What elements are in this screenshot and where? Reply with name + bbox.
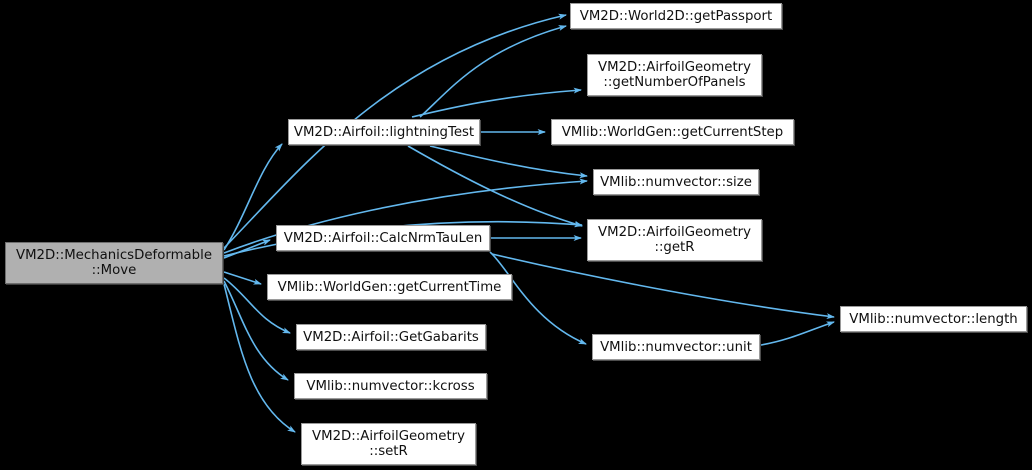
graph-node-kcross[interactable]: VMlib::numvector::kcross [294,373,487,399]
graph-edge [491,253,835,320]
graph-node-label: VMlib::numvector::size [600,174,752,190]
graph-node-lightningTest[interactable]: VM2D::Airfoil::lightningTest [288,119,480,145]
graph-node-label: VMlib::numvector::unit [600,339,752,355]
graph-node-move[interactable]: VM2D::MechanicsDeformable ::Move [5,242,223,284]
graph-node-label: VMlib::numvector::kcross [306,378,475,394]
graph-node-label: VMlib::WorldGen::getCurrentTime [277,279,502,295]
graph-node-unit[interactable]: VMlib::numvector::unit [592,334,760,360]
graph-edge [223,178,588,254]
graph-node-label: VMlib::WorldGen::getCurrentStep [561,124,784,140]
graph-node-label: VM2D::Airfoil::GetGabarits [303,329,479,345]
graph-edge [223,271,262,285]
graph-node-setR[interactable]: VM2D::AirfoilGeometry ::setR [301,423,476,465]
graph-node-getCurrentStep[interactable]: VMlib::WorldGen::getCurrentStep [551,119,794,145]
graph-node-getR[interactable]: VM2D::AirfoilGeometry ::getR [587,219,762,261]
graph-node-label: VMlib::numvector::length [849,311,1018,327]
graph-node-label: VM2D::MechanicsDeformable ::Move [15,248,212,278]
graph-edge [223,143,283,251]
graph-edge [760,321,835,346]
graph-node-calcNrmTauLen[interactable]: VM2D::Airfoil::CalcNrmTauLen [276,225,490,251]
graph-edge [419,25,567,118]
graph-node-label: VM2D::AirfoilGeometry ::getR [598,225,751,255]
graph-edge [223,280,289,381]
graph-node-label: VM2D::Airfoil::CalcNrmTauLen [283,230,483,246]
graph-node-getPassport[interactable]: VM2D::World2D::getPassport [570,3,782,29]
graph-node-getNumberOfPanels[interactable]: VM2D::AirfoilGeometry ::getNumberOfPanel… [587,54,762,96]
graph-node-length[interactable]: VMlib::numvector::length [840,306,1027,332]
graph-node-label: VM2D::AirfoilGeometry ::getNumberOfPanel… [598,60,751,90]
graph-edge [407,145,583,227]
edges-layer [223,13,835,433]
graph-node-getGabarits[interactable]: VM2D::Airfoil::GetGabarits [296,324,486,350]
graph-edge [489,251,587,345]
graph-edge [223,239,271,259]
graph-node-getCurrentTime[interactable]: VMlib::WorldGen::getCurrentTime [267,274,512,300]
graph-edge [223,277,291,334]
graph-node-size[interactable]: VMlib::numvector::size [593,169,759,195]
graph-edge [223,283,296,433]
graph-edge [429,145,588,179]
graph-node-label: VM2D::AirfoilGeometry ::setR [312,429,465,459]
graph-node-label: VM2D::Airfoil::lightningTest [293,124,475,140]
graph-node-label: VM2D::World2D::getPassport [579,8,773,24]
graph-edge [223,13,567,249]
graph-edge [411,87,582,118]
